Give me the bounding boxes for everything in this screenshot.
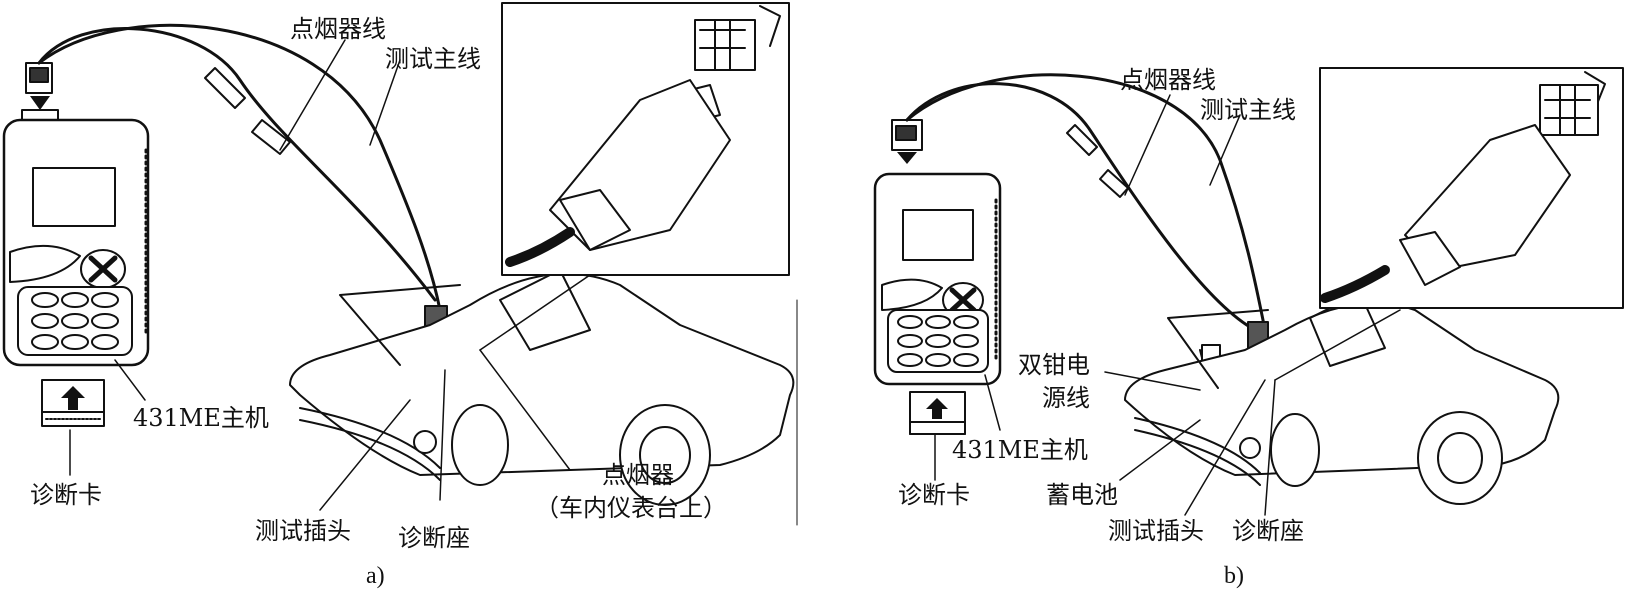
label-battery-b: 蓄电池 <box>1046 481 1118 509</box>
diagnostic-card-graphic <box>41 379 105 427</box>
label-dual-clamp-power-cable-line2-b: 源线 <box>1042 384 1090 412</box>
connector-icon <box>501 2 790 276</box>
connector-icon <box>1319 67 1624 309</box>
diagnostic-card-graphic <box>909 391 966 435</box>
car-icon <box>1124 292 1560 505</box>
car-icon <box>289 269 795 506</box>
label-test-plug-a: 测试插头 <box>255 517 351 545</box>
caption-a: a) <box>366 563 385 589</box>
label-cigarette-lighter-cable-a: 点烟器线 <box>290 15 386 43</box>
panel-b <box>873 67 1624 516</box>
caption-b: b) <box>1224 563 1244 589</box>
label-cigarette-lighter-a: 点烟器 <box>602 461 674 489</box>
label-diagnostic-card-b: 诊断卡 <box>898 481 970 509</box>
up-arrow-icon <box>926 398 948 419</box>
x-button-icon <box>942 282 984 318</box>
label-cigarette-lighter-cable-b: 点烟器线 <box>1120 66 1216 94</box>
x-button-icon <box>80 249 126 289</box>
up-arrow-icon <box>61 386 85 410</box>
label-diagnostic-socket-b: 诊断座 <box>1232 517 1304 545</box>
label-diagnostic-socket-a: 诊断座 <box>398 524 470 552</box>
label-cigarette-lighter-note-a: （车内仪表台上） <box>535 494 727 522</box>
label-test-plug-b: 测试插头 <box>1108 517 1204 545</box>
label-main-test-cable-b: 测试主线 <box>1200 96 1296 124</box>
label-host-unit-a: 431ME主机 <box>133 404 269 432</box>
panel-a <box>2 2 795 511</box>
label-host-unit-b: 431ME主机 <box>952 436 1088 464</box>
label-main-test-cable-a: 测试主线 <box>385 45 481 73</box>
label-diagnostic-card-a: 诊断卡 <box>30 481 102 509</box>
label-dual-clamp-power-cable-line1-b: 双钳电 <box>1018 351 1090 379</box>
scanner-device-icon <box>873 119 1002 386</box>
scanner-device-icon <box>2 62 150 367</box>
